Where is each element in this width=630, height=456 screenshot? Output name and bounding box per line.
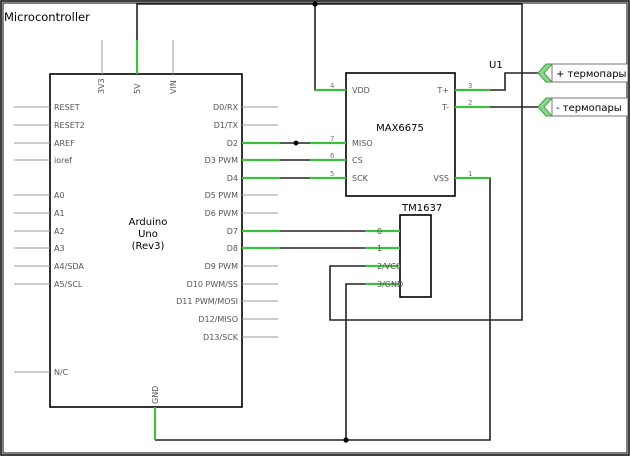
pin-label-left: A3: [54, 244, 65, 253]
pin-label-right: D12/MISO: [198, 315, 238, 324]
wire-tm-gnd: [345, 283, 378, 440]
tm-pin-label: 3/GND: [377, 280, 403, 289]
max-pin-label: VSS: [433, 174, 449, 183]
max-pin-num: 3: [468, 82, 472, 90]
pin-label-left: N/C: [54, 368, 69, 377]
pin-label-right: D9 PWM: [205, 262, 239, 271]
pin-label-left: A4/SDA: [54, 262, 84, 271]
tm-pin-label: 0: [377, 227, 382, 236]
pin-label-left: A0: [54, 191, 65, 200]
u1-label: U1: [489, 60, 503, 71]
thermocouple-plus-connector: + термопары: [537, 63, 629, 83]
connector-arrow-icon: [537, 63, 554, 83]
pin-label-right: D5 PWM: [205, 191, 239, 200]
max-pin-label: SCK: [352, 174, 369, 183]
pin-label-left: A2: [54, 227, 65, 236]
connector-label-box: [551, 63, 629, 83]
max-pin-num: 7: [330, 135, 334, 143]
pin-label-left: AREF: [54, 139, 75, 148]
pin-label-left: ioref: [54, 156, 72, 165]
junction-dot: [343, 437, 349, 443]
tm1637-body: [399, 214, 432, 298]
max-pin-label: MISO: [352, 139, 373, 148]
microcontroller-title: Microcontroller: [4, 10, 90, 24]
thermocouple-minus-connector: - термопары: [537, 97, 629, 117]
junction-dot: [293, 140, 299, 146]
junctions: [293, 1, 349, 443]
pin-label-right: D13/SCK: [203, 333, 239, 342]
pin-label-right: D3 PWM: [205, 156, 239, 165]
pin-label-5v: 5V: [133, 83, 142, 94]
tm-pin-label: 2/VCC: [377, 262, 402, 271]
tm1637-name: TM1637: [401, 203, 442, 214]
max-pin-num: 4: [330, 82, 335, 90]
max-pin-label: CS: [352, 156, 363, 165]
max-pin-num: 6: [330, 152, 335, 160]
junction-dot: [312, 1, 318, 7]
wire-5v-rail: [136, 3, 523, 321]
arduino-top-pins: 3V3 5V VIN: [97, 40, 178, 94]
pin-label-left: A1: [54, 209, 65, 218]
connector-label-box: [551, 97, 629, 117]
pin-label-right: D7: [227, 227, 238, 236]
pin-label-right: D1/TX: [214, 121, 239, 130]
arduino-name-line: Uno: [138, 229, 158, 240]
max-pin-num: 2: [468, 99, 472, 107]
pin-label-3v3: 3V3: [97, 78, 106, 94]
max-pin-num: 5: [330, 170, 334, 178]
thermocouple-plus-label: + термопары: [556, 69, 626, 80]
max-pin-label: VDD: [352, 86, 370, 95]
max6675-body: [345, 72, 456, 197]
max6675-name: MAX6675: [376, 123, 424, 134]
arduino-uno-body: [49, 73, 243, 408]
pin-label-gnd: GND: [151, 386, 160, 404]
pin-label-vin: VIN: [169, 80, 178, 94]
pin-label-left: RESET2: [54, 121, 85, 130]
max-pin-label: T+: [436, 86, 449, 95]
wire-tplus: [470, 72, 538, 91]
arduino-name-line: (Rev3): [132, 241, 165, 252]
arduino-right-pins: D0/RX D1/TX D2 D3 PWM D4 D5 PWM D6 PWM D…: [176, 103, 280, 342]
max-pin-label: T-: [441, 103, 449, 112]
pin-label-right: D11 PWM/MOSI: [176, 297, 238, 306]
thermocouple-minus-label: - термопары: [556, 103, 622, 114]
tm-pin-label: 1: [377, 244, 382, 253]
wire-vdd: [314, 4, 340, 91]
pin-label-right: D0/RX: [213, 103, 239, 112]
pin-label-right: D2: [227, 139, 238, 148]
arduino-left-pins: RESET RESET2 AREF ioref A0 A1 A2 A3 A4/S…: [14, 103, 85, 377]
connector-arrow-icon: [537, 97, 554, 117]
arduino-name-line: Arduino: [129, 217, 168, 228]
pin-label-left: RESET: [54, 103, 80, 112]
max-pin-num: 1: [468, 170, 472, 178]
pin-label-right: D4: [227, 174, 238, 183]
pin-label-left: A5/SCL: [54, 280, 83, 289]
pin-label-right: D10 PWM/SS: [187, 280, 238, 289]
pin-label-right: D6 PWM: [205, 209, 239, 218]
pin-label-right: D8: [227, 244, 238, 253]
